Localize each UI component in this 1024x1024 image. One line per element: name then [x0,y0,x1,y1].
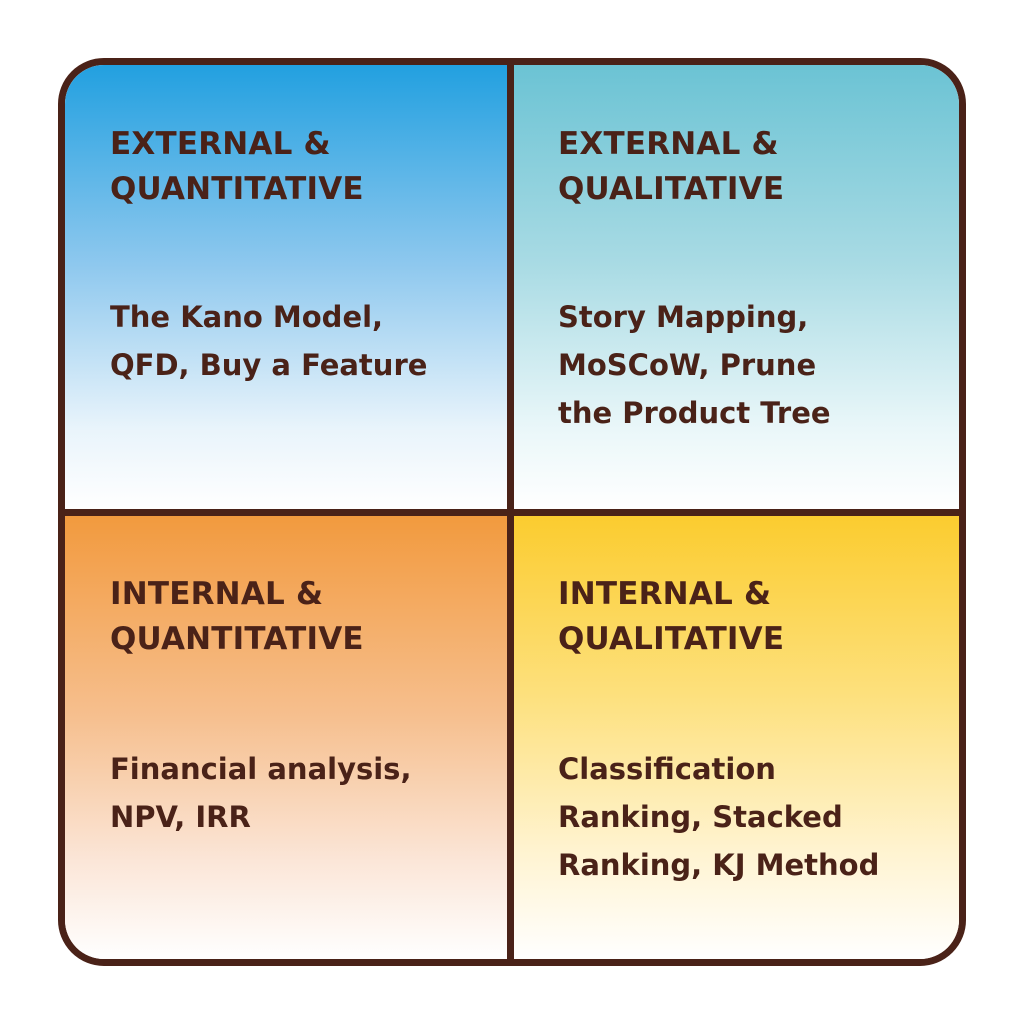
quadrant-external-quantitative: EXTERNAL & QUANTITATIVE The Kano Model, … [65,65,514,516]
quadrant-methods: Story Mapping, MoSCoW, Prune the Product… [558,300,831,430]
quadrant-internal-quantitative: INTERNAL & QUANTITATIVE Financial analys… [65,516,514,959]
quadrant-title: INTERNAL & QUANTITATIVE [110,576,364,657]
quadrant-methods: Classification Ranking, Stacked Ranking,… [558,752,880,882]
quadrant-title: INTERNAL & QUALITATIVE [558,576,785,657]
quadrant-internal-qualitative: INTERNAL & QUALITATIVE Classification Ra… [514,516,959,959]
quadrant-title: EXTERNAL & QUALITATIVE [558,126,785,207]
quadrant-external-qualitative: EXTERNAL & QUALITATIVE Story Mapping, Mo… [514,65,959,516]
quadrant-methods: The Kano Model, QFD, Buy a Feature [110,300,428,382]
quadrant-methods: Financial analysis, NPV, IRR [110,752,412,834]
quadrant-title: EXTERNAL & QUANTITATIVE [110,126,364,207]
prioritization-matrix: EXTERNAL & QUANTITATIVE The Kano Model, … [58,58,966,966]
